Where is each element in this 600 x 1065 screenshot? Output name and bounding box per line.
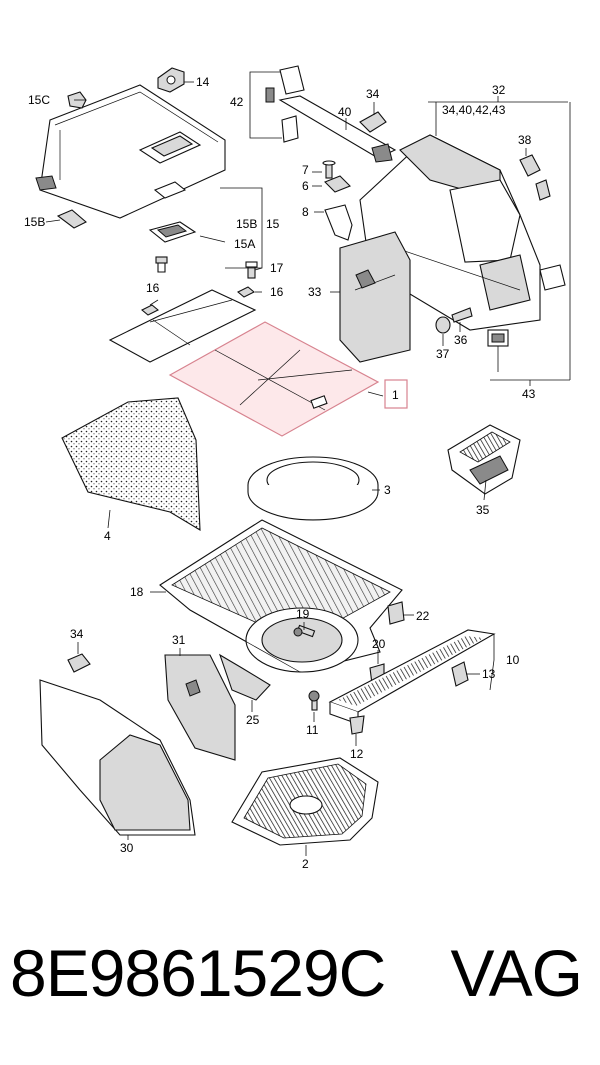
clip-22 bbox=[387, 601, 405, 625]
cap-37 bbox=[435, 316, 451, 334]
exploded-parts-diagram: 14 15C 15B 15B 15 15A 16 16 17 7 6 8 33 … bbox=[24, 65, 571, 871]
callout-3: 3 bbox=[384, 483, 391, 497]
screw-17 bbox=[245, 261, 258, 279]
callout-8: 8 bbox=[302, 205, 309, 219]
floor-mat-2 bbox=[231, 757, 379, 846]
callout-32-sub: 34,40,42,43 bbox=[442, 103, 506, 117]
callout-4: 4 bbox=[104, 529, 111, 543]
callout-numbers: 14 15C 15B 15B 15 15A 16 16 17 7 6 8 33 … bbox=[24, 75, 536, 871]
clip-13 bbox=[451, 661, 469, 687]
callout-6: 6 bbox=[302, 179, 309, 193]
trim-panel-33 bbox=[339, 231, 411, 363]
cover-25 bbox=[218, 653, 271, 701]
callout-40: 40 bbox=[338, 105, 352, 119]
callout-15c: 15C bbox=[28, 93, 50, 107]
screw-36 bbox=[451, 307, 473, 323]
callout-11: 11 bbox=[306, 723, 319, 737]
callout-7: 7 bbox=[302, 163, 309, 177]
leader-lines bbox=[45, 71, 571, 856]
part-number: 8E9861529C bbox=[10, 936, 386, 1010]
callout-13: 13 bbox=[482, 667, 496, 681]
spare-wheel-ring-3 bbox=[247, 456, 379, 521]
floor-panel-front bbox=[108, 289, 257, 363]
retainer-strip-40 bbox=[278, 95, 397, 163]
clip-16-a bbox=[141, 304, 159, 316]
clip-34-top bbox=[359, 111, 387, 133]
callout-35: 35 bbox=[476, 503, 490, 517]
plate-6 bbox=[324, 175, 351, 193]
callout-18: 18 bbox=[130, 585, 144, 599]
callout-2: 2 bbox=[302, 857, 309, 871]
callout-31: 31 bbox=[172, 633, 186, 647]
bracket-15a bbox=[148, 221, 197, 273]
mount-14 bbox=[157, 67, 185, 93]
hook-42 bbox=[265, 65, 305, 143]
callout-16-right: 16 bbox=[270, 285, 284, 299]
callout-15b-right: 15B bbox=[236, 217, 257, 231]
callout-36: 36 bbox=[454, 333, 468, 347]
trim-panel-31 bbox=[164, 654, 236, 761]
floor-panel-main-1 bbox=[168, 321, 408, 437]
callout-43: 43 bbox=[522, 387, 536, 401]
callout-1: 1 bbox=[392, 388, 399, 402]
clip-38 bbox=[519, 154, 551, 201]
grille-35 bbox=[447, 424, 521, 495]
side-trim-30 bbox=[39, 679, 196, 836]
callout-34-top: 34 bbox=[366, 87, 380, 101]
callout-15: 15 bbox=[266, 217, 280, 231]
callout-37: 37 bbox=[436, 347, 450, 361]
callout-16-left: 16 bbox=[146, 281, 160, 295]
callout-15a: 15A bbox=[234, 237, 255, 251]
floor-tray-18 bbox=[159, 519, 403, 673]
callout-22: 22 bbox=[416, 609, 430, 623]
callout-33: 33 bbox=[308, 285, 322, 299]
callout-19: 19 bbox=[296, 607, 310, 621]
screw-7 bbox=[322, 160, 336, 179]
grommet-43 bbox=[487, 329, 509, 347]
callout-30: 30 bbox=[120, 841, 134, 855]
clip-12 bbox=[349, 715, 365, 735]
callout-42: 42 bbox=[230, 95, 244, 109]
callout-17: 17 bbox=[270, 261, 284, 275]
bolt-19 bbox=[293, 624, 316, 638]
callout-14: 14 bbox=[196, 75, 210, 89]
callout-38: 38 bbox=[518, 133, 532, 147]
callout-34-bottom: 34 bbox=[70, 627, 84, 641]
clip-34-bottom bbox=[67, 653, 91, 673]
luggage-cover bbox=[35, 84, 226, 219]
screw-11 bbox=[308, 690, 320, 711]
callout-20: 20 bbox=[372, 637, 386, 651]
cover-end-cap-15b bbox=[56, 209, 87, 229]
bracket-8 bbox=[324, 204, 353, 241]
callout-32: 32 bbox=[492, 83, 506, 97]
callout-15b-left: 15B bbox=[24, 215, 45, 229]
insulation-mat-4 bbox=[61, 397, 201, 531]
callout-12: 12 bbox=[350, 747, 364, 761]
callout-25: 25 bbox=[246, 713, 260, 727]
clip-16-b bbox=[237, 286, 255, 298]
brand-label: VAG bbox=[450, 936, 583, 1010]
callout-10: 10 bbox=[506, 653, 520, 667]
